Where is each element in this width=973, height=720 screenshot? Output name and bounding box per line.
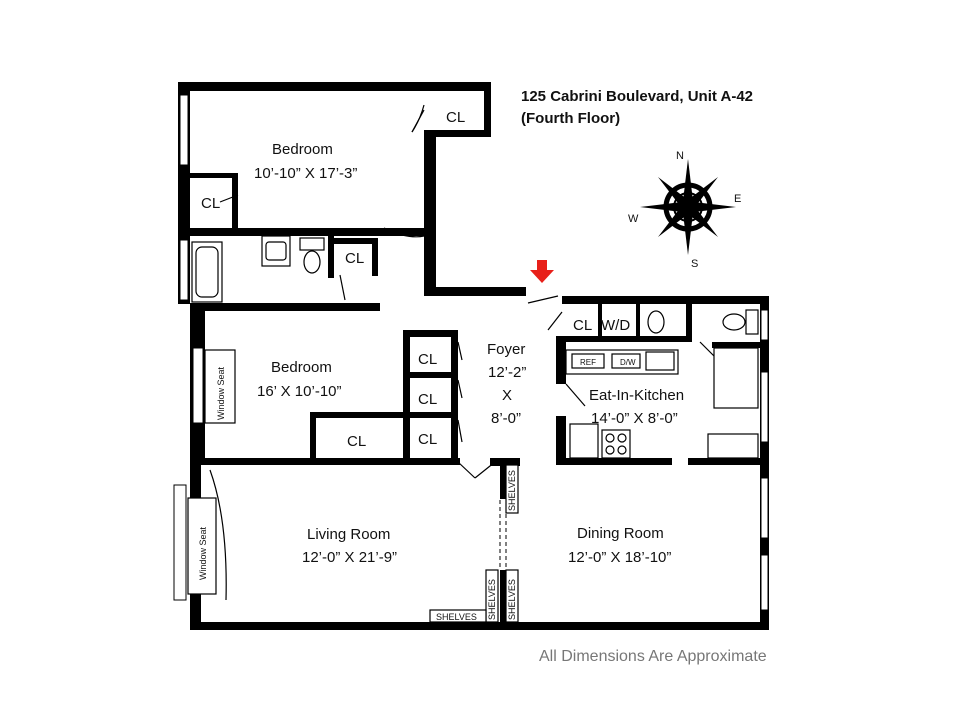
bedroom1-name: Bedroom (272, 141, 333, 158)
dining-name: Dining Room (577, 525, 664, 542)
compass-s: S (691, 258, 698, 270)
shelves-label: SHELVES (487, 579, 497, 620)
closet-label: CL (345, 250, 364, 267)
shelves-label: SHELVES (507, 470, 517, 511)
doors (209, 104, 719, 601)
compass-n: N (676, 150, 684, 162)
closet-label: CL (201, 195, 220, 212)
foyer-dims1: 12’-2” (488, 364, 526, 381)
closet-label: CL (418, 431, 437, 448)
bedroom2-dims: 16’ X 10’-10” (257, 383, 342, 400)
compass-e: E (734, 193, 741, 205)
foyer-name: Foyer (487, 341, 525, 358)
dining-dims: 12’-0” X 18’-10” (568, 549, 671, 566)
closet-label: CL (446, 109, 465, 126)
foyer-dims3: 8’-0” (491, 410, 521, 427)
washer-dryer-label: W/D (601, 317, 630, 334)
toilet (299, 237, 325, 251)
closet-label: CL (418, 351, 437, 368)
footer-note: All Dimensions Are Approximate (539, 648, 767, 665)
foyer-dims2: X (502, 387, 512, 404)
ref-label: REF (580, 358, 596, 367)
stove (601, 429, 631, 459)
closet-label: CL (573, 317, 592, 334)
bedroom1-dims: 10’-10” X 17’-3” (254, 165, 357, 182)
closet-label: CL (418, 391, 437, 408)
living-name: Living Room (307, 526, 390, 543)
dw-label: D/W (620, 358, 636, 367)
shelves-label: SHELVES (507, 579, 517, 620)
shelves-label: SHELVES (436, 612, 477, 622)
toilet-3 (722, 313, 746, 331)
window-seat-label: Window Seat (198, 526, 208, 580)
address-title: 125 Cabrini Boulevard, Unit A-42 (521, 88, 753, 105)
floor-subtitle: (Fourth Floor) (521, 110, 620, 127)
toilet-2 (647, 310, 665, 334)
entry-arrow (530, 260, 554, 283)
kitchen-name: Eat-In-Kitchen (589, 387, 684, 404)
windows (173, 94, 769, 611)
closet-label: CL (347, 433, 366, 450)
compass-w: W (628, 213, 639, 225)
kitchen-dims: 14’-0” X 8’-0” (591, 410, 678, 427)
bedroom2-name: Bedroom (271, 359, 332, 376)
fixtures (187, 235, 759, 623)
living-dims: 12’-0” X 21’-9” (302, 549, 397, 566)
window-seat-label: Window Seat (216, 366, 226, 420)
compass-rose: N S E W (628, 150, 741, 270)
walls (178, 82, 769, 630)
